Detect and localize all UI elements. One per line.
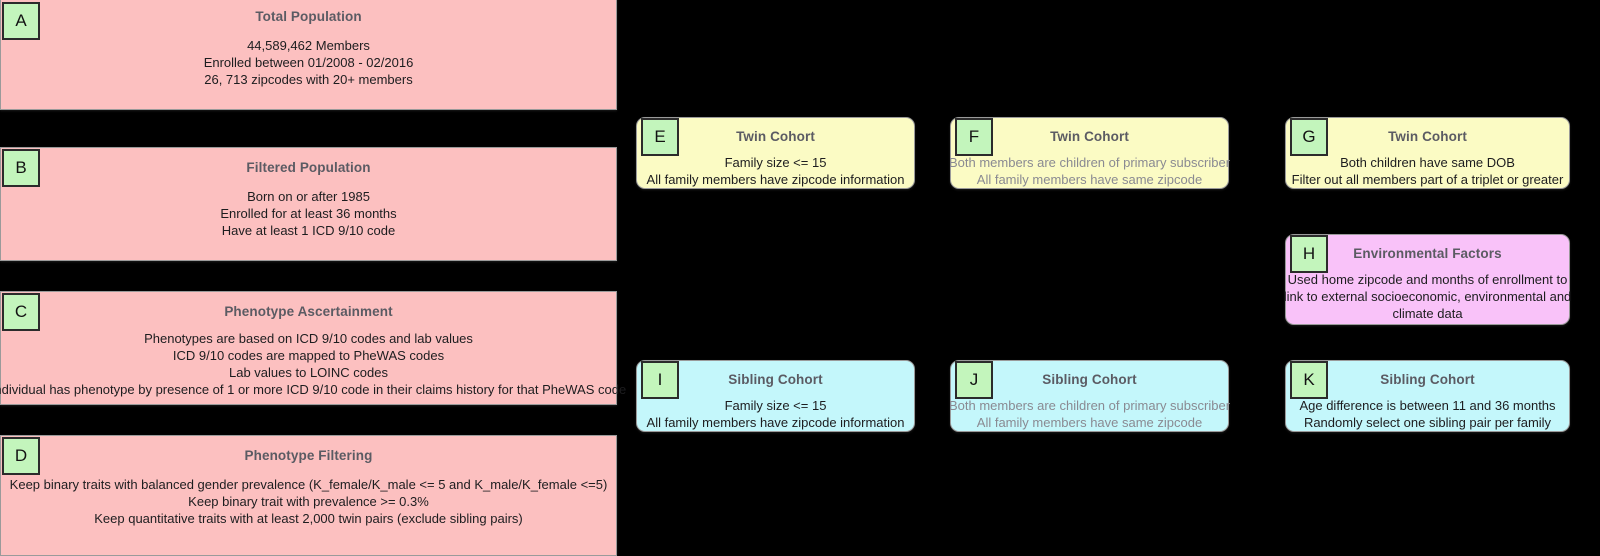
box-d-tag: D — [2, 437, 40, 475]
box-k-line-1: Age difference is between 11 and 36 mont… — [1299, 398, 1556, 413]
box-i-body: Family size <= 15 All family members hav… — [607, 397, 944, 431]
box-b-body: Born on or after 1985 Enrolled for at le… — [0, 188, 646, 239]
box-d-phenotype-filtering[interactable]: Phenotype Filtering Keep binary traits w… — [0, 435, 617, 556]
box-f-body: Both members are children of primary sub… — [921, 154, 1258, 188]
box-c-line-4: Individual has phenotype by presence of … — [0, 382, 627, 397]
box-g-tag: G — [1290, 118, 1328, 156]
box-g-line-1: Both children have same DOB — [1340, 155, 1515, 170]
box-c-phenotype-ascertainment[interactable]: Phenotype Ascertainment Phenotypes are b… — [0, 291, 626, 405]
box-g-twin-cohort[interactable]: Twin Cohort Both children have same DOB … — [1285, 117, 1570, 189]
box-b-line-1: Born on or after 1985 — [247, 189, 370, 204]
box-h-line-3: climate data — [1392, 306, 1463, 321]
box-h-line-2: link to external socioeconomic, environm… — [1283, 289, 1572, 304]
box-c-line-1: Phenotypes are based on ICD 9/10 codes a… — [144, 331, 473, 346]
box-d-line-1: Keep binary traits with balanced gender … — [9, 477, 608, 492]
box-d-line-2: Keep binary trait with prevalence >= 0.3… — [188, 494, 429, 509]
box-c-body: Phenotypes are based on ICD 9/10 codes a… — [0, 330, 646, 398]
box-e-line-1: Family size <= 15 — [724, 155, 827, 170]
box-h-body: Used home zipcode and months of enrollme… — [1256, 271, 1599, 322]
box-f-line-1: Both members are children of primary sub… — [948, 155, 1231, 170]
box-g-line-2: Filter out all members part of a triplet… — [1291, 172, 1564, 187]
box-a-body: 44,589,462 Members Enrolled between 01/2… — [0, 37, 646, 88]
box-k-sibling-cohort[interactable]: Sibling Cohort Age difference is between… — [1285, 360, 1570, 432]
box-c-title: Phenotype Ascertainment — [224, 304, 393, 319]
box-e-title: Twin Cohort — [736, 129, 815, 144]
box-a-line-1: 44,589,462 Members — [247, 38, 370, 53]
box-i-line-1: Family size <= 15 — [724, 398, 827, 413]
box-b-title: Filtered Population — [246, 160, 371, 175]
box-h-line-1: Used home zipcode and months of enrollme… — [1287, 272, 1568, 287]
box-j-line-1: Both members are children of primary sub… — [948, 398, 1231, 413]
box-e-body: Family size <= 15 All family members hav… — [607, 154, 944, 188]
box-i-line-2: All family members have zipcode informat… — [646, 415, 905, 430]
box-a-total-population[interactable]: Total Population 44,589,462 Members Enro… — [0, 0, 617, 110]
box-b-filtered-population[interactable]: Filtered Population Born on or after 198… — [0, 147, 617, 261]
box-f-tag: F — [955, 118, 993, 156]
box-c-line-3: Lab values to LOINC codes — [229, 365, 388, 380]
box-f-twin-cohort[interactable]: Twin Cohort Both members are children of… — [949, 117, 1230, 189]
box-a-title: Total Population — [255, 9, 362, 24]
box-e-twin-cohort[interactable]: Twin Cohort Family size <= 15 All family… — [636, 117, 915, 189]
box-i-sibling-cohort[interactable]: Sibling Cohort Family size <= 15 All fam… — [636, 360, 915, 432]
box-h-tag: H — [1290, 235, 1328, 273]
box-a-line-2: Enrolled between 01/2008 - 02/2016 — [203, 55, 414, 70]
box-a-tag: A — [2, 2, 40, 40]
box-j-body: Both members are children of primary sub… — [921, 397, 1258, 431]
box-e-line-2: All family members have zipcode informat… — [646, 172, 905, 187]
box-k-body: Age difference is between 11 and 36 mont… — [1256, 397, 1599, 431]
box-d-body: Keep binary traits with balanced gender … — [0, 476, 646, 527]
box-h-title: Environmental Factors — [1353, 246, 1502, 261]
box-d-title: Phenotype Filtering — [244, 448, 373, 463]
box-d-line-3: Keep quantitative traits with at least 2… — [94, 511, 523, 526]
box-c-tag: C — [2, 293, 40, 331]
box-e-tag: E — [641, 118, 679, 156]
box-j-tag: J — [955, 361, 993, 399]
box-k-line-2: Randomly select one sibling pair per fam… — [1303, 415, 1552, 430]
box-g-title: Twin Cohort — [1388, 129, 1467, 144]
box-i-tag: I — [641, 361, 679, 399]
box-f-line-2: All family members have same zipcode — [976, 172, 1203, 187]
box-g-body: Both children have same DOB Filter out a… — [1256, 154, 1599, 188]
box-b-tag: B — [2, 149, 40, 187]
box-k-title: Sibling Cohort — [1380, 372, 1475, 387]
box-a-line-3: 26, 713 zipcodes with 20+ members — [204, 72, 413, 87]
box-b-line-2: Enrolled for at least 36 months — [220, 206, 397, 221]
box-c-line-2: ICD 9/10 codes are mapped to PheWAS code… — [172, 348, 445, 363]
box-j-title: Sibling Cohort — [1042, 372, 1137, 387]
box-h-environmental-factors[interactable]: Environmental Factors Used home zipcode … — [1284, 234, 1571, 325]
box-j-sibling-cohort[interactable]: Sibling Cohort Both members are children… — [949, 360, 1230, 432]
box-i-title: Sibling Cohort — [728, 372, 823, 387]
box-f-title: Twin Cohort — [1050, 129, 1129, 144]
box-k-tag: K — [1290, 361, 1328, 399]
box-j-line-2: All family members have same zipcode — [976, 415, 1203, 430]
box-b-line-3: Have at least 1 ICD 9/10 code — [221, 223, 396, 238]
